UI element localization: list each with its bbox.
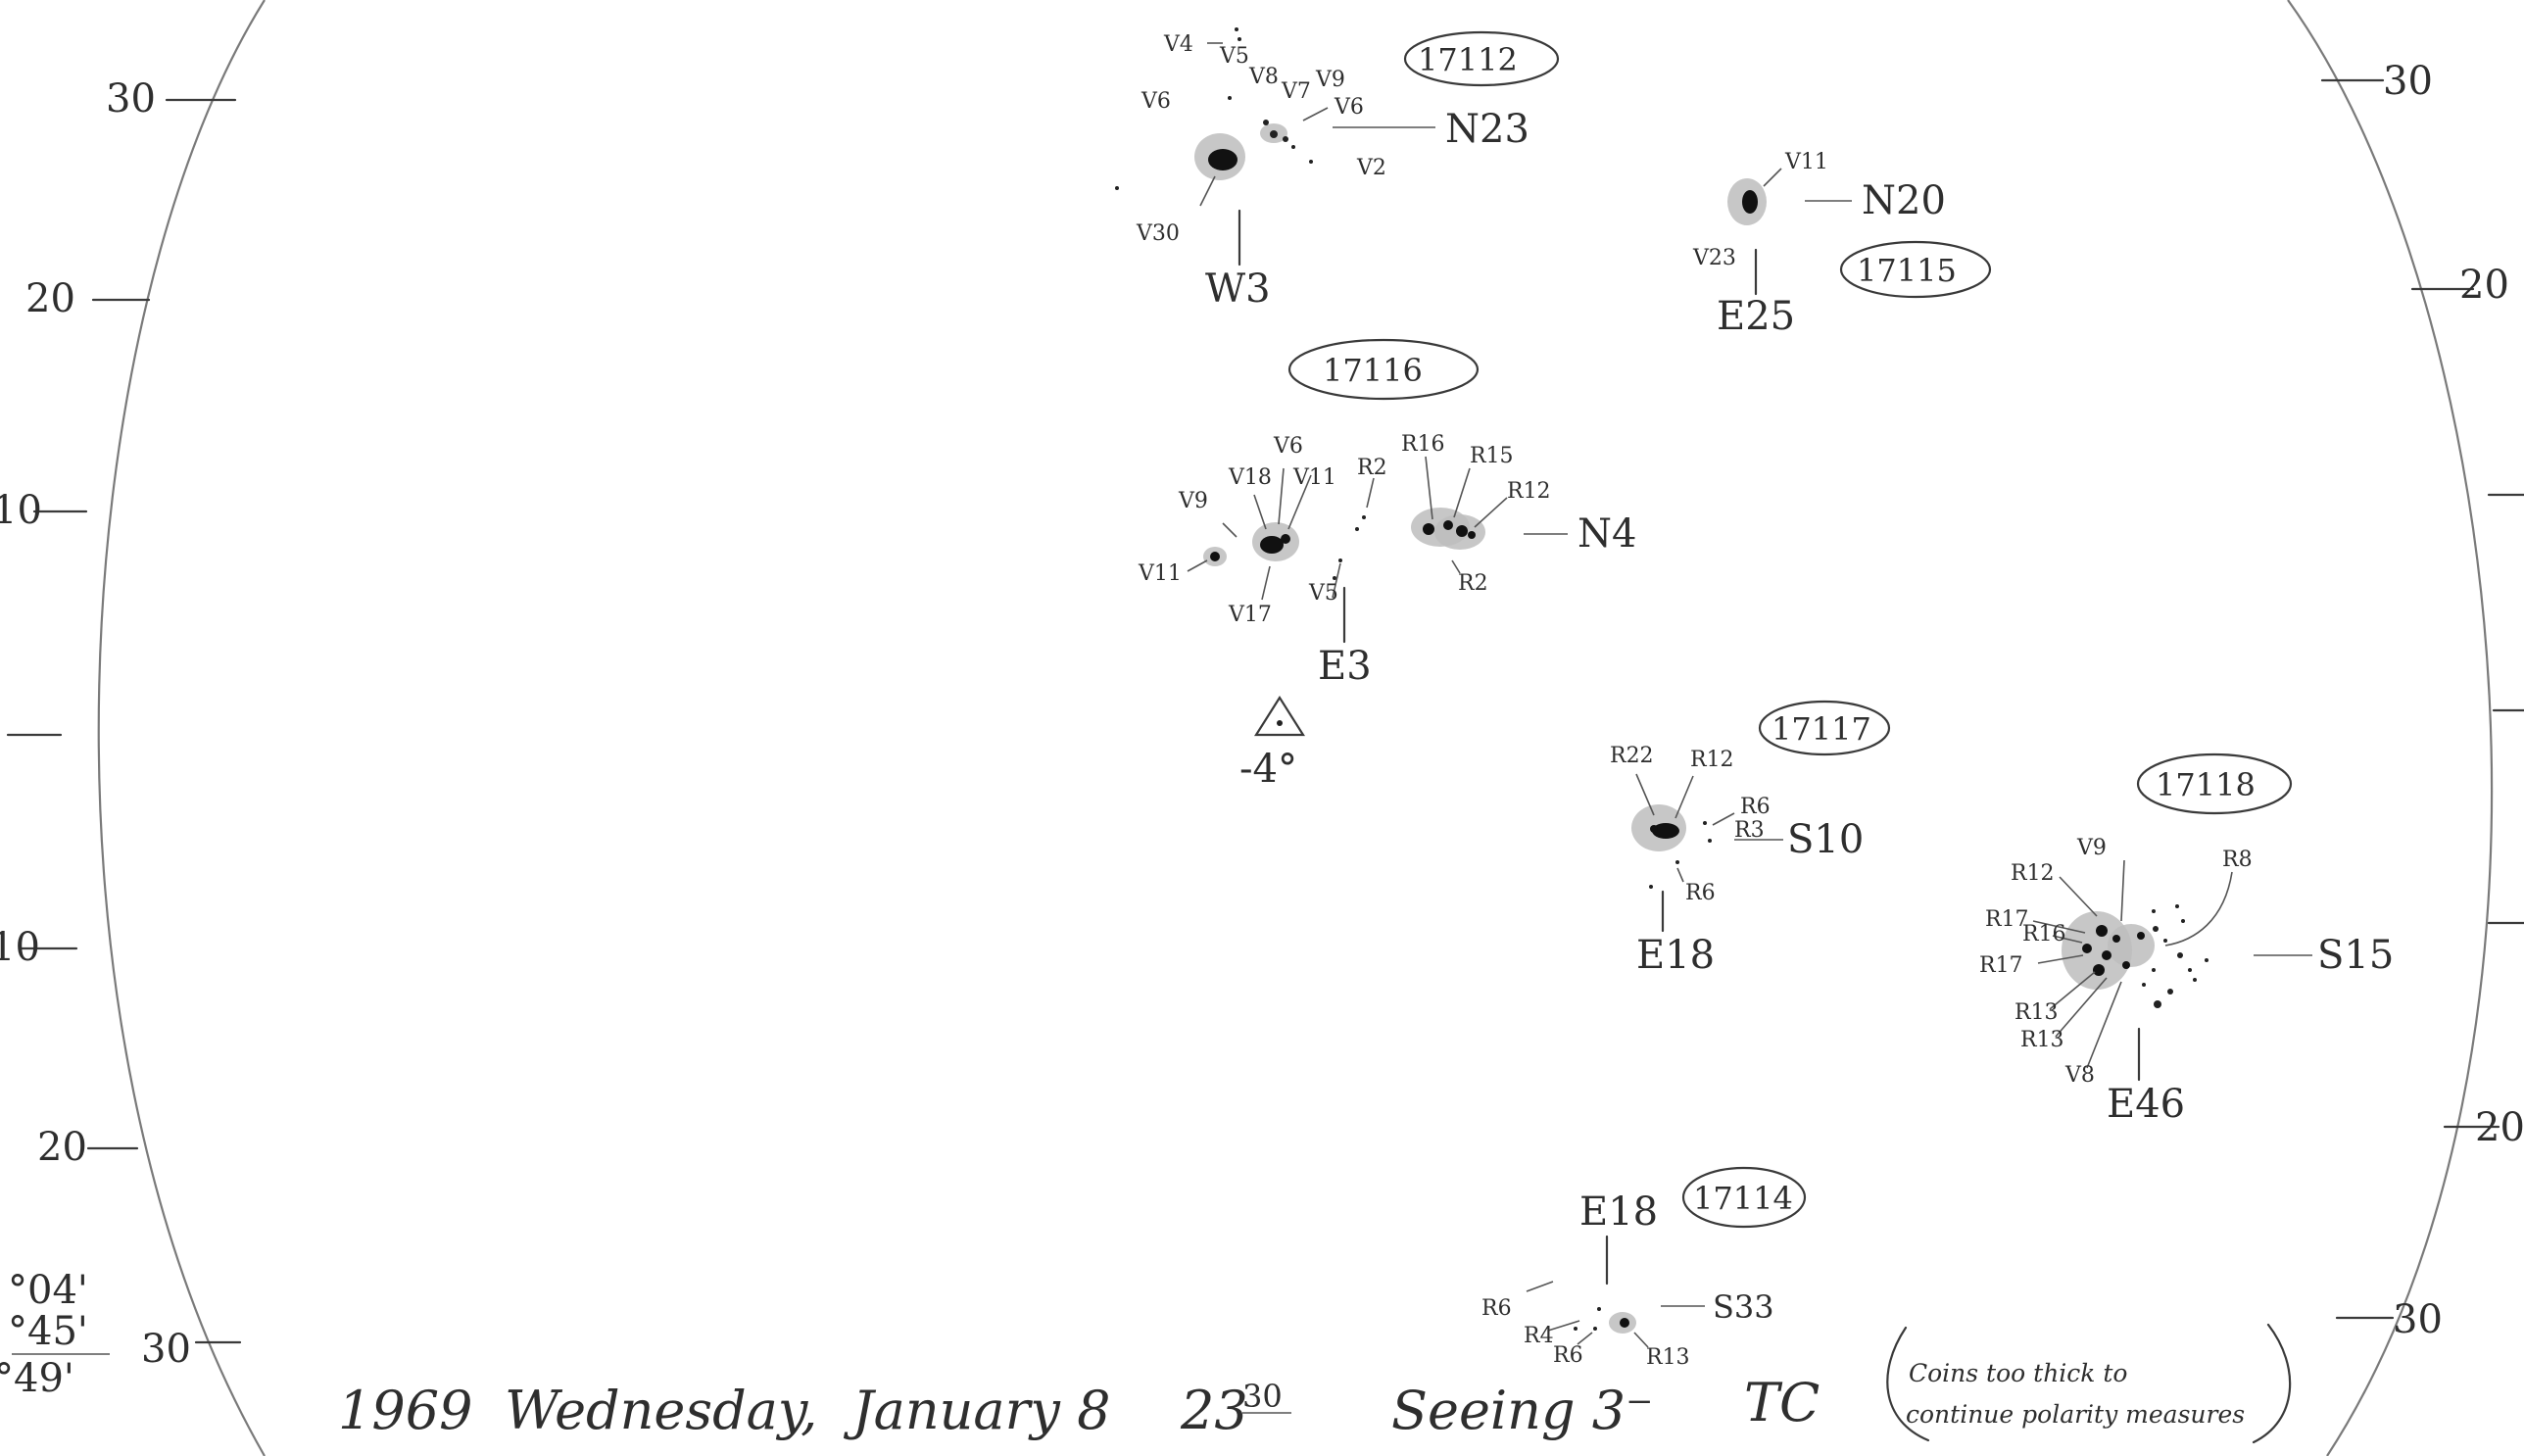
meridian-label: W3	[1205, 267, 1271, 312]
spot-label: V8	[1248, 65, 1279, 89]
spot-label: R12	[1690, 748, 1734, 772]
latitude-scale-right: 30 20 20 30	[2320, 59, 2524, 1342]
spot-label: V23	[1692, 246, 1736, 270]
spot-label: V30	[1136, 221, 1180, 246]
lat-label-right-n20: 20	[2459, 263, 2509, 308]
margin-angle: °45'	[8, 1309, 88, 1354]
spot-label: V11	[1138, 561, 1182, 586]
spot-label: V5	[1308, 581, 1338, 606]
spot-label: R6	[1481, 1296, 1512, 1321]
spot-label: V8	[2064, 1063, 2095, 1088]
lat-label-right-n30: 30	[2383, 59, 2433, 104]
spot-label: V17	[1228, 603, 1272, 627]
spot-label: V9	[2076, 836, 2107, 860]
lat-label-s30: 30	[141, 1327, 191, 1372]
region-number: 17118	[2156, 766, 2256, 803]
region-number: 17114	[1693, 1180, 1793, 1217]
lat-label-n10: 10	[0, 488, 42, 533]
position-label: N4	[1578, 511, 1636, 557]
lat-label-s10: 10	[0, 925, 40, 970]
spot-label: R3	[1734, 818, 1765, 843]
caption-time-minutes: 30	[1242, 1378, 1283, 1415]
note-bubble: Coins too thick to continue polarity mea…	[1886, 1323, 2292, 1444]
solar-limb-right	[2287, 0, 2494, 1456]
caption-time-hours: 23	[1180, 1380, 1248, 1441]
spot-label: R15	[1470, 444, 1514, 468]
spot-label: R17	[1985, 907, 2029, 932]
spot-label: V6	[1273, 434, 1303, 459]
spot-label: R16	[1401, 432, 1445, 457]
region-17115: 17115 V11 V23 N20 E25	[1692, 150, 1992, 339]
lat-label-s20: 20	[37, 1125, 87, 1170]
spot-label: R4	[1524, 1324, 1554, 1348]
spot-label: R6	[1740, 795, 1771, 819]
spot-label: R17	[1979, 953, 2023, 978]
lat-label-n20: 20	[25, 276, 75, 321]
margin-angle: °04'	[8, 1268, 88, 1313]
spot-label: R6	[1685, 881, 1716, 905]
spot-label: R13	[2020, 1028, 2064, 1052]
caption-observer: TC	[1744, 1372, 1820, 1433]
spot-label: V6	[1334, 95, 1364, 120]
spot-label: V2	[1356, 156, 1386, 180]
position-label: S15	[2317, 933, 2394, 978]
caption-weekday: Wednesday,	[505, 1380, 817, 1441]
region-17118: 17118 R12 V9 R8 R17	[1979, 752, 2394, 1127]
note-line1: Coins too thick to	[1909, 1359, 2128, 1387]
orientation-value: -4°	[1239, 747, 1297, 792]
region-17117: 17117 R22 R12 R6 R3 R6 S10 E18	[1610, 700, 1891, 978]
spot-label: V7	[1281, 79, 1311, 104]
spot-label: V18	[1228, 465, 1272, 490]
spot-label: R12	[2011, 861, 2055, 886]
lat-label-n30: 30	[106, 76, 156, 121]
region-17116: 17116 V9 V18 V6 V11 V11 V17	[1138, 338, 1636, 689]
spot-label: R13	[2014, 1000, 2059, 1025]
lat-label-right-s30: 30	[2393, 1297, 2443, 1342]
solar-limb-left	[97, 0, 266, 1456]
region-number: 17112	[1418, 41, 1518, 78]
spot-label: V4	[1163, 32, 1193, 57]
spot-label: V6	[1141, 89, 1171, 114]
spot-label: R12	[1507, 479, 1551, 504]
caption-date: January 8	[843, 1380, 1110, 1441]
spot-label: V11	[1784, 150, 1828, 174]
spot-label: R8	[2222, 848, 2253, 872]
spot-label: V9	[1178, 489, 1208, 513]
position-label: N20	[1862, 178, 1946, 223]
spot-label: V5	[1219, 44, 1249, 69]
margin-angles: °04' °45' °49'	[0, 1268, 110, 1401]
spot-label: V9	[1315, 68, 1345, 92]
meridian-label: E3	[1318, 644, 1372, 689]
spot-label: V11	[1292, 465, 1336, 490]
region-number: 17115	[1857, 252, 1957, 289]
caption: 1969 Wednesday, January 8 23 30 Seeing 3…	[338, 1372, 1820, 1441]
meridian-label: E18	[1579, 1189, 1658, 1235]
spot-label: R13	[1646, 1345, 1690, 1370]
spot-label: R16	[2022, 922, 2066, 946]
region-number: 17117	[1772, 710, 1871, 748]
meridian-label: E18	[1636, 933, 1715, 978]
position-label: S10	[1787, 817, 1864, 862]
caption-seeing: Seeing 3⁻	[1391, 1380, 1654, 1441]
lat-label-right-s20: 20	[2475, 1105, 2524, 1150]
spot-label: R2	[1458, 571, 1488, 596]
caption-year: 1969	[338, 1380, 472, 1441]
spot-label: R6	[1553, 1343, 1583, 1368]
margin-angle: °49'	[0, 1356, 74, 1401]
meridian-label: E46	[2107, 1082, 2185, 1127]
latitude-scale-left: 30 20 10 10 20 30	[0, 76, 242, 1372]
region-17112: 17112 V4 V5 V6 V8 V7 V9 V6 V2 V30 N23 W3	[1115, 27, 1560, 312]
spot-label: R22	[1610, 744, 1654, 768]
region-17114: 17114 E18 S33 R6 R4 R6 R13	[1481, 1166, 1807, 1370]
meridian-label: E25	[1717, 294, 1795, 339]
position-label: S33	[1713, 1288, 1774, 1326]
position-label: N23	[1445, 107, 1529, 152]
region-number: 17116	[1323, 352, 1423, 389]
orientation-mark: -4°	[1239, 695, 1305, 792]
note-line2: continue polarity measures	[1906, 1400, 2245, 1429]
spot-label: R2	[1357, 456, 1387, 480]
